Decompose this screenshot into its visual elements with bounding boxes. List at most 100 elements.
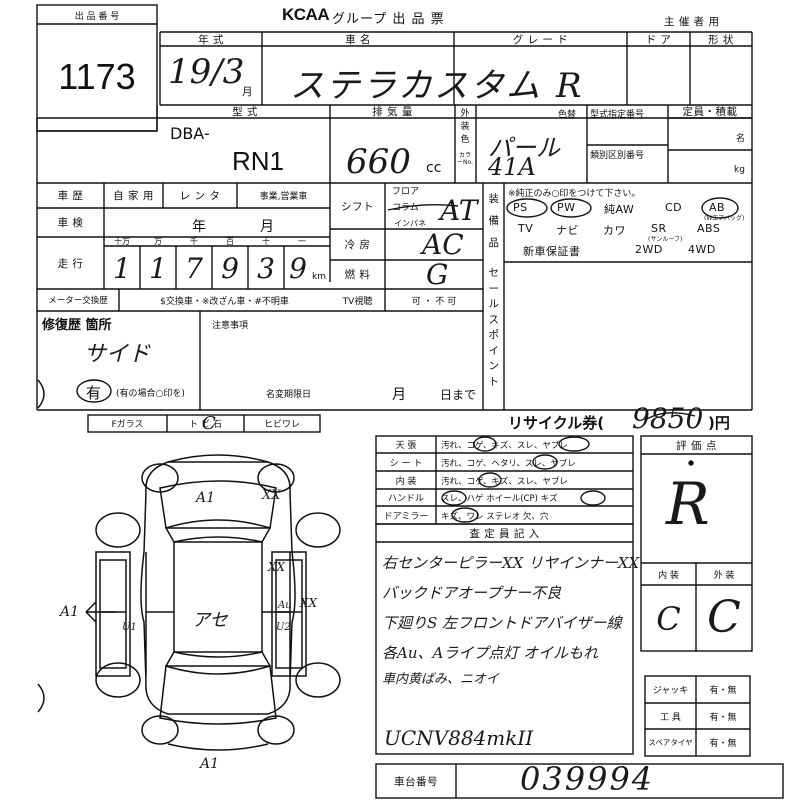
year-value: 19/3 bbox=[168, 52, 245, 92]
mark-door-right: U2 bbox=[276, 622, 291, 633]
kcaa-logo: KCAA bbox=[282, 5, 330, 24]
equip-airbag-note: (Wエアバッグ) bbox=[704, 215, 745, 222]
tool-tools-label: 工 具 bbox=[660, 712, 681, 723]
shaken-label: 車 検 bbox=[57, 217, 84, 229]
recycle-value: 9850 bbox=[632, 402, 704, 435]
mileage-digit-10: 3 bbox=[257, 251, 275, 285]
mileage-unit-100: 百 bbox=[226, 237, 234, 246]
equip-tv[interactable]: TV bbox=[518, 222, 534, 235]
equip-pw[interactable]: PW bbox=[557, 201, 576, 214]
color-no-label: カラーNo. bbox=[457, 152, 473, 166]
history-rental: レ ン タ bbox=[179, 190, 221, 202]
equip-4wd[interactable]: 4WD bbox=[688, 243, 716, 256]
cond-mirror-options: キズ、ワレ ステレオ 欠、穴 bbox=[441, 512, 549, 522]
tool-jack-label: ジャッキ bbox=[652, 686, 689, 696]
tv-value: 可 ・ 不 可 bbox=[411, 296, 457, 307]
capacity-name-unit: 名 bbox=[736, 134, 746, 144]
type-no-label: 型式指定番号 bbox=[590, 110, 645, 120]
mark-right-mid: Au bbox=[278, 600, 292, 611]
deadline-month: 月 bbox=[392, 387, 406, 403]
grade-label: グ レ ー ド bbox=[512, 33, 569, 46]
car-diagram bbox=[37, 379, 341, 751]
equip-sunroof-note: (サンルーフ) bbox=[648, 236, 683, 243]
color-change-label: 色替 bbox=[558, 110, 577, 120]
equipment-label: 装備品 bbox=[488, 193, 500, 249]
mark-center: アセ bbox=[192, 610, 228, 631]
cond-steering-label: ハンドル bbox=[387, 494, 424, 504]
equip-sunroof[interactable]: SR bbox=[651, 222, 667, 235]
tool-tools-value[interactable]: 有・無 bbox=[709, 712, 737, 723]
fuel-label: 燃 料 bbox=[344, 269, 371, 281]
history-business: 事業,営業車 bbox=[259, 192, 308, 202]
displacement-value: 660 bbox=[346, 142, 411, 182]
history-private: 自 家 用 bbox=[113, 190, 154, 202]
equip-cd[interactable]: CD bbox=[665, 201, 683, 214]
shift-value: AT bbox=[440, 194, 478, 227]
mileage-unit-1k: 千 bbox=[190, 237, 198, 246]
equip-warranty[interactable]: 新車保証書 bbox=[523, 245, 581, 258]
cond-steering-options: スレ、ハゲ ホイール(CP) キズ bbox=[441, 494, 558, 504]
cond-headliner-options: 汚れ、コゲ、キズ、スレ、ヤブレ bbox=[441, 441, 568, 451]
inspector-label: 査 定 員 記 入 bbox=[469, 527, 540, 540]
tv-label: TV視聴 bbox=[342, 296, 373, 307]
shift-floor: フロア bbox=[392, 187, 420, 197]
interior-score-value: C bbox=[656, 600, 681, 638]
sale-points-label: セールスポイント bbox=[488, 267, 500, 388]
tool-jack-value[interactable]: 有・無 bbox=[709, 686, 737, 696]
car-name-label: 車 名 bbox=[345, 33, 371, 46]
mark-left: A1 bbox=[60, 604, 80, 620]
tool-spare-value[interactable]: 有・無 bbox=[709, 739, 737, 749]
equip-ps[interactable]: PS bbox=[513, 201, 528, 214]
year-month-suffix: 月 bbox=[242, 86, 253, 98]
interior-score-label: 内 装 bbox=[658, 570, 679, 581]
model-prefix: DBA- bbox=[170, 124, 210, 143]
score-value: R bbox=[666, 470, 710, 538]
grade-value: R bbox=[556, 66, 582, 106]
shift-instpanel: インパネ bbox=[394, 219, 426, 228]
equip-navi[interactable]: ナビ bbox=[556, 224, 579, 237]
organizer-label: 主 催 者 用 bbox=[664, 16, 720, 28]
mark-top: A1 bbox=[196, 490, 216, 506]
mark-right-lower: XX bbox=[300, 596, 318, 610]
shaken-month: 月 bbox=[260, 219, 275, 235]
capacity-kg-unit: kg bbox=[734, 165, 745, 175]
deadline-label: 名変期限日 bbox=[266, 390, 312, 400]
mileage-digit-1: 9 bbox=[289, 251, 307, 285]
repair-mark: 有 bbox=[86, 384, 102, 402]
aircon-value: AC bbox=[422, 228, 464, 261]
meter-label: メーター交換歴 bbox=[48, 296, 108, 306]
inspector-line-1: 右センターピラーXX リヤインナーXX bbox=[382, 554, 640, 572]
chassis-value: 039994 bbox=[520, 760, 655, 798]
inspector-line-7: UCNV884mkII bbox=[384, 726, 534, 750]
inspector-line-5: 車内黄ばみ、ニオイ bbox=[382, 672, 500, 687]
cond-seat-label: シ ー ト bbox=[389, 458, 423, 469]
repair-label: 修復歴 箇所 bbox=[42, 318, 112, 333]
equip-abs[interactable]: ABS bbox=[697, 222, 721, 235]
chassis-label: 車台番号 bbox=[394, 775, 438, 788]
history-label: 車 歴 bbox=[57, 190, 84, 202]
equip-alloy-wheel[interactable]: 純AW bbox=[604, 203, 635, 216]
color-value: パール bbox=[488, 134, 560, 162]
lot-number: 1173 bbox=[58, 56, 136, 97]
ext-color-label: 外装色 bbox=[460, 109, 470, 145]
mileage-digit-1k: 7 bbox=[185, 251, 203, 285]
equip-2wd[interactable]: 2WD bbox=[635, 243, 663, 256]
color-code: 41A bbox=[488, 153, 536, 181]
cond-seat-options: 汚れ、コゲ、ヘタリ、スレ、ヤブレ bbox=[441, 459, 576, 469]
year-label: 年 式 bbox=[198, 33, 224, 46]
equip-leather[interactable]: カワ bbox=[603, 224, 626, 237]
exterior-score-value: C bbox=[707, 591, 741, 643]
tool-spare-label: スペアタイヤ bbox=[648, 738, 693, 747]
car-name-value: ステラカスタム bbox=[290, 66, 542, 106]
equipment-note: ※純正のみ○印をつけて下さい。 bbox=[508, 189, 641, 199]
mileage-digit-100k: 1 bbox=[113, 251, 131, 285]
equip-airbag[interactable]: AB bbox=[709, 201, 726, 214]
inspector-line-2: バックドアオープナー不良 bbox=[382, 584, 562, 602]
cond-interior-options: 汚れ、コゲ、キズ、スレ、ヤブレ bbox=[441, 477, 568, 487]
shape-label: 形 状 bbox=[708, 33, 734, 46]
mark-door-left: U1 bbox=[122, 622, 137, 633]
shift-column: コラム bbox=[392, 203, 419, 213]
cond-headliner-label: 天 張 bbox=[395, 441, 417, 451]
model-label: 型 式 bbox=[232, 106, 258, 118]
recycle-label: リサイクル券( bbox=[508, 414, 605, 432]
